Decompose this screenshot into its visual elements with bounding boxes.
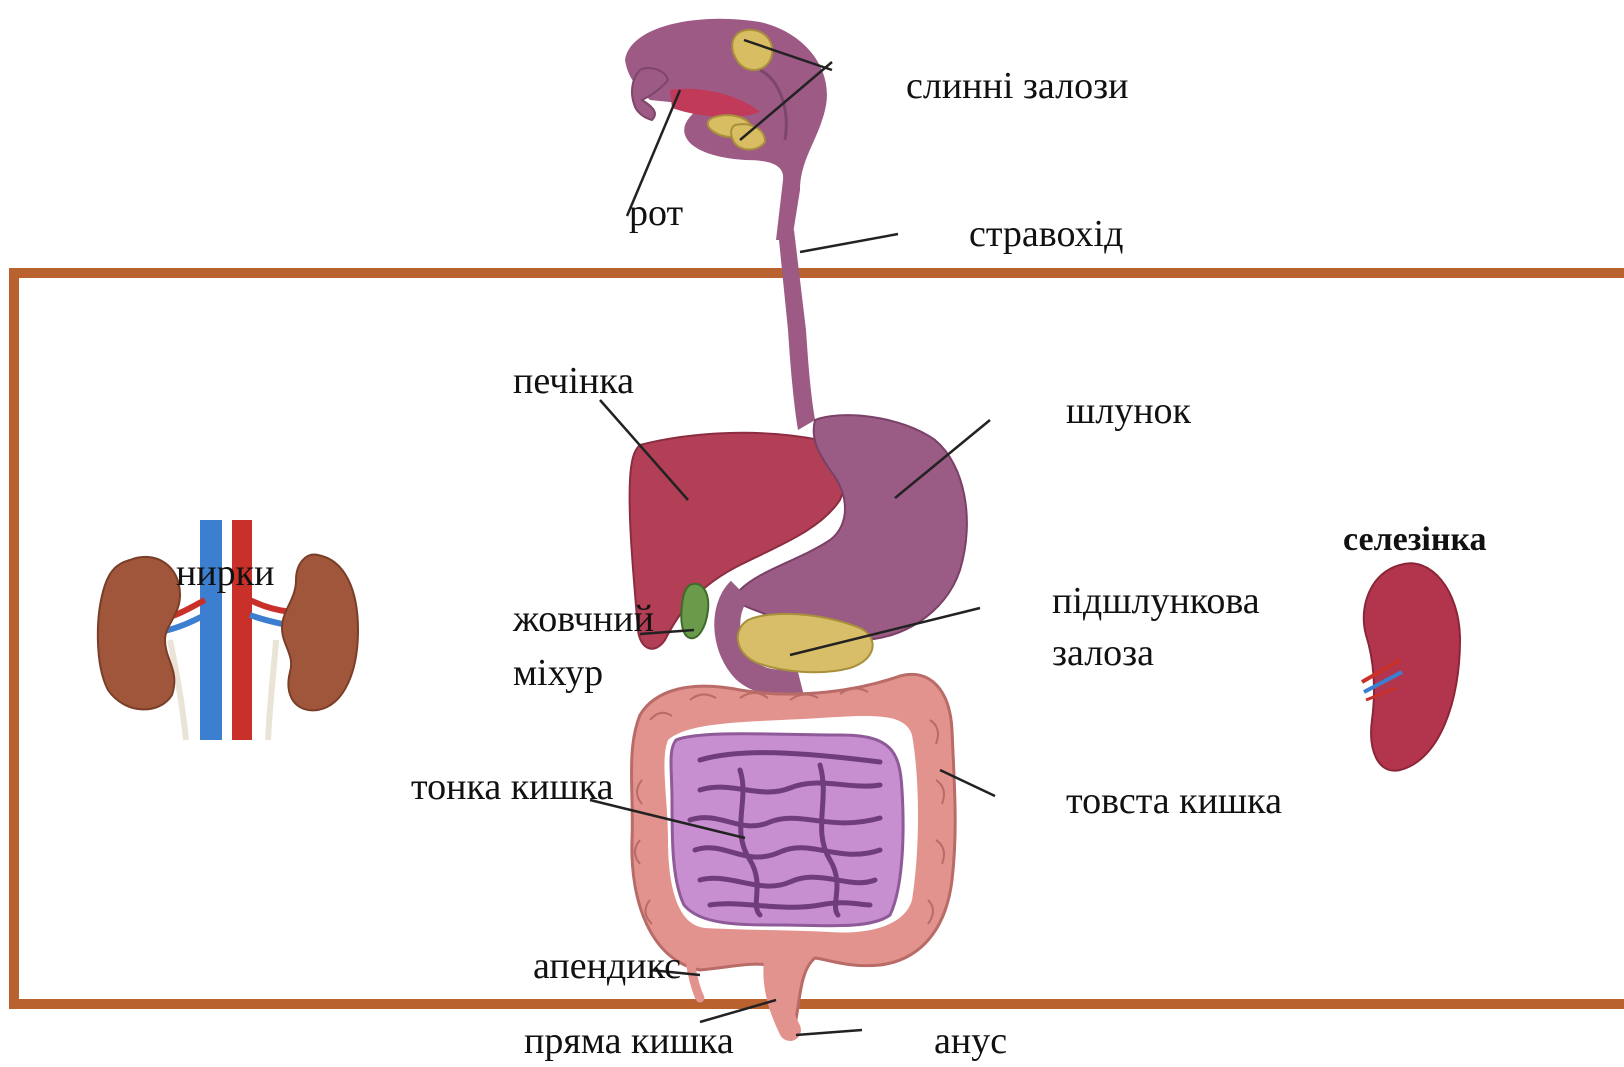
label-mouth: рот	[629, 192, 683, 236]
leader-anus	[796, 1030, 862, 1035]
label-pancreas-line1: підшлункова	[1052, 580, 1260, 624]
label-rectum: пряма кишка	[524, 1020, 734, 1064]
label-small-intestine: тонка кишка	[411, 766, 614, 810]
label-salivary-glands: слинні залози	[906, 65, 1128, 109]
esophagus	[778, 230, 815, 430]
leader-esophagus	[800, 234, 898, 252]
label-appendix: апендикс	[533, 945, 681, 989]
label-spleen: селезінка	[1343, 520, 1487, 559]
label-pancreas-line2: залоза	[1052, 632, 1154, 676]
label-liver: печінка	[513, 360, 634, 404]
label-stomach: шлунок	[1066, 390, 1191, 434]
label-gallbladder-line2: міхур	[513, 652, 603, 696]
label-esophagus: стравохід	[969, 213, 1123, 257]
spleen-illustration	[1362, 563, 1460, 770]
label-kidneys: нирки	[176, 552, 274, 596]
label-gallbladder-line1: жовчний	[513, 598, 654, 642]
label-large-intestine: товста кишка	[1066, 780, 1282, 824]
small-intestine	[671, 734, 903, 926]
label-anus: анус	[934, 1020, 1007, 1064]
